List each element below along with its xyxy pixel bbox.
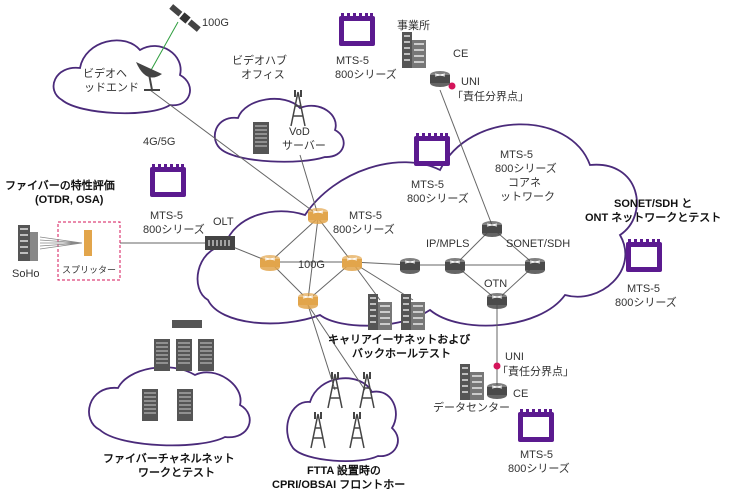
mts-top-series: 800シリーズ: [335, 67, 397, 81]
router-icon: [399, 257, 421, 275]
sonet-title: SONET/SDH と: [614, 197, 692, 210]
router-icon: [297, 292, 319, 310]
test-instrument-icon: [626, 239, 662, 272]
building-icon: [400, 293, 426, 331]
satellite-link: [149, 21, 179, 73]
soho-building-icon: [18, 225, 38, 261]
splitter-box: [57, 221, 121, 281]
router-icon: [486, 382, 508, 400]
fibre-channel-title: ファイバーチャネルネット: [103, 452, 235, 465]
cell-tower-icon: [359, 371, 375, 409]
mts-left-series: 800シリーズ: [143, 222, 205, 236]
mts-left-name: MTS-5: [150, 210, 183, 222]
mts-right-series: 800シリーズ: [615, 295, 677, 309]
ftta-title: FTTA 設置時の: [307, 463, 381, 477]
responsibility-bottom-label: 「責任分界点」: [497, 364, 574, 378]
uni-top-label: UNI: [461, 76, 480, 88]
otn-label: OTN: [484, 278, 507, 290]
server-cluster-icon: [141, 320, 215, 422]
cell-tower-icon: [349, 411, 365, 449]
mts-center-name: MTS-5: [349, 210, 382, 222]
router-icon: [307, 207, 329, 225]
video-hub-label-2: オフィス: [241, 68, 285, 81]
mts-bottom-name: MTS-5: [520, 449, 553, 461]
center-100g-label: 100G: [298, 259, 325, 271]
uni-dot-bottom: [493, 362, 501, 370]
fiber-subtitle: (OTDR, OSA): [35, 194, 104, 206]
sonet-sdh-label: SONET/SDH: [506, 238, 570, 250]
link-4g5g-label: 4G/5G: [143, 136, 175, 148]
mts-right-name: MTS-5: [627, 283, 660, 295]
test-instrument-icon: [414, 133, 450, 166]
splitter-icon: [39, 230, 92, 256]
test-instrument-icon: [339, 13, 375, 46]
carrier-subtitle: バックホールテスト: [352, 347, 451, 360]
office-label: 事業所: [397, 19, 430, 32]
vod-label: VoD: [289, 126, 310, 138]
router-icon: [429, 70, 451, 88]
mts-core2-series: 800シリーズ: [407, 191, 469, 205]
video-hub-label: ビデオハブ: [232, 53, 287, 67]
splitter-label: スプリッター: [62, 265, 116, 275]
responsibility-top-label: 「責任分界点」: [452, 89, 529, 103]
router-icon: [524, 257, 546, 275]
mts-center-series: 800シリーズ: [333, 222, 395, 236]
building-icon: [459, 363, 485, 401]
fc-cloud: [88, 366, 251, 447]
core-network-label: コアネ: [508, 176, 541, 189]
building-icon: [401, 31, 427, 69]
ipmpls-label: IP/MPLS: [426, 238, 469, 250]
headend-cloud: [52, 39, 191, 115]
mts-top-name: MTS-5: [336, 55, 369, 67]
mts-core-series: 800シリーズ: [495, 161, 557, 175]
ce-top-label: CE: [453, 48, 468, 60]
mts-bottom-series: 800シリーズ: [508, 461, 570, 475]
video-headend-label: ビデオヘ: [83, 66, 127, 80]
server-icon: [252, 121, 270, 155]
fiber-title: ファイバーの特性評価: [5, 178, 115, 192]
test-instrument-icon: [150, 164, 186, 197]
router-icon: [259, 254, 281, 272]
ftta-subtitle: CPRI/OBSAI フロントホー: [272, 478, 405, 491]
video-headend-label-2: ッドエンド: [84, 82, 139, 94]
test-instrument-icon: [518, 409, 554, 442]
core-network-label-2: ットワーク: [500, 190, 555, 203]
olt-icon: [205, 236, 235, 250]
cell-tower-icon: [290, 89, 306, 127]
cell-tower-icon: [310, 411, 326, 449]
satellite-speed-label: 100G: [202, 17, 229, 29]
uni-bottom-label: UNI: [505, 351, 524, 363]
fibre-channel-subtitle: ワークとテスト: [138, 466, 215, 479]
olt-label: OLT: [213, 216, 234, 228]
mts-core2-name: MTS-5: [411, 179, 444, 191]
uni-dot-top: [448, 82, 456, 90]
router-icon: [341, 254, 363, 272]
soho-label: SoHo: [12, 268, 40, 280]
sonet-subtitle: ONT ネットワークとテスト: [585, 211, 721, 224]
router-icon: [481, 220, 503, 238]
satellite-icon: [169, 4, 201, 32]
ftta-cloud: [286, 377, 399, 463]
mts-core-name: MTS-5: [500, 149, 533, 161]
vod-label-2: サーバー: [282, 139, 326, 152]
carrier-title: キャリアイーサネットおよび: [328, 332, 471, 346]
ce-bottom-label: CE: [513, 388, 528, 400]
satellite-dish-icon: [136, 62, 162, 91]
router-icon: [486, 292, 508, 310]
datacenter-label: データセンター: [433, 400, 510, 414]
router-icon: [444, 257, 466, 275]
